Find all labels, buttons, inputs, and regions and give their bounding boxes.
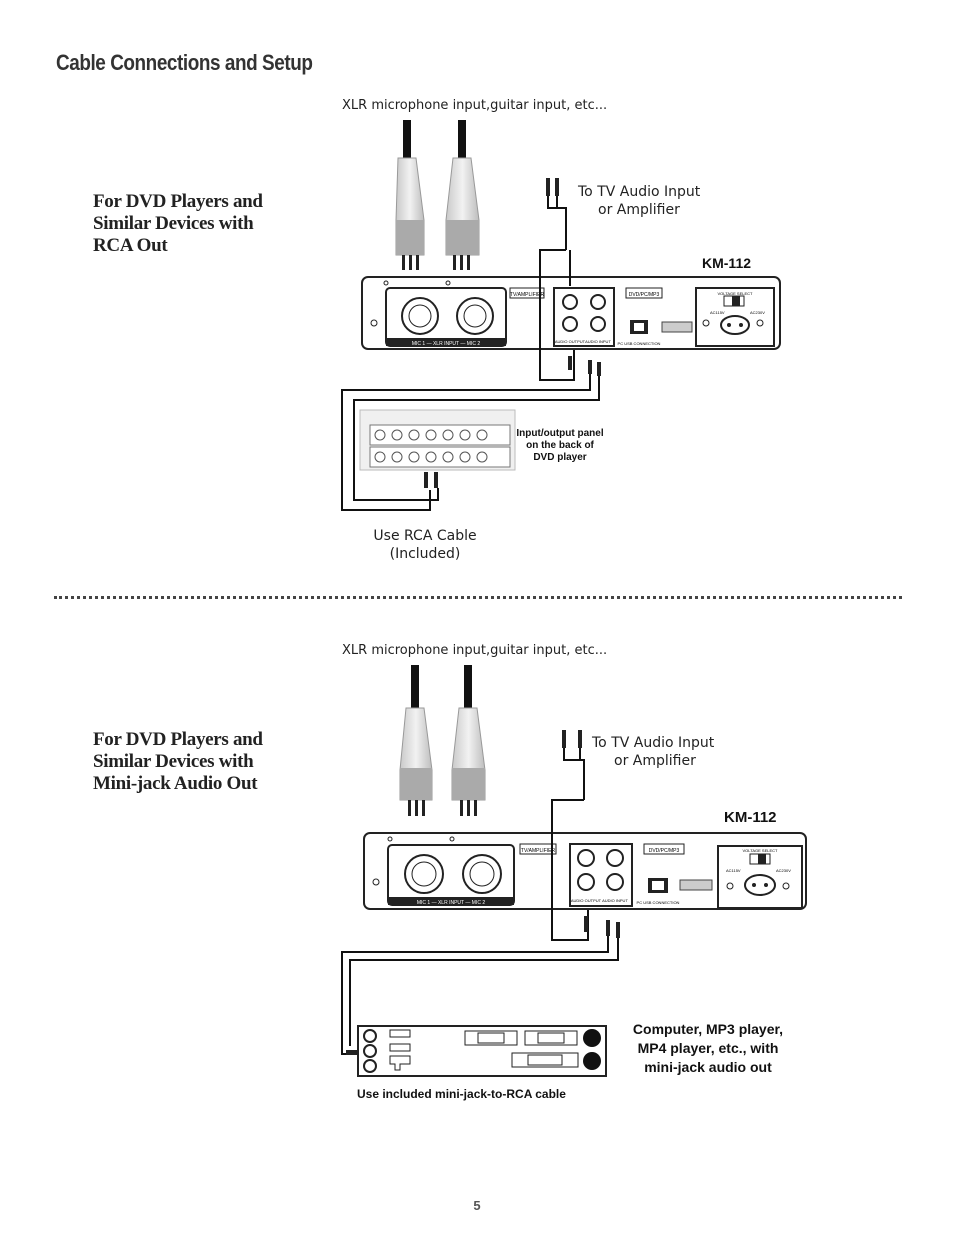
mic-strip-label: MIC 1 — XLR INPUT — MIC 2 — [412, 341, 480, 347]
pc-usb-label: PC USB CONNECTION — [637, 900, 680, 905]
section2-heading-line: Mini-jack Audio Out — [93, 773, 258, 794]
pc-usb-label: PC USB CONNECTION — [618, 341, 661, 346]
cable-label-line: (Included) — [389, 546, 461, 562]
tv-label-line: To TV Audio Input — [578, 184, 701, 200]
ac230-label: AC230V — [750, 310, 765, 315]
computer-label-line: Computer, MP3 player, — [632, 1021, 784, 1037]
section2-xlr-label: XLR microphone input,guitar input, etc..… — [342, 643, 608, 658]
rca-plugs-bottom — [584, 916, 620, 938]
ac230-label: AC230V — [776, 868, 791, 873]
xlr-cable-left — [399, 665, 433, 816]
xlr-cable-right — [451, 665, 486, 816]
computer-label-line: mini-jack audio out — [644, 1059, 772, 1075]
mic-strip-label: MIC 1 — XLR INPUT — MIC 2 — [417, 900, 485, 906]
section2-model: KM-112 — [724, 809, 777, 826]
tv-rca-plugs — [562, 730, 585, 800]
tv-amplifier-label: TV/AMPLIFIER — [510, 292, 545, 298]
section2-heading: For DVD Players and Similar Devices with… — [93, 729, 263, 795]
section1-xlr-label: XLR microphone input,guitar input, etc..… — [342, 98, 608, 113]
computer-back-panel — [346, 1025, 607, 1077]
tv-label-line: or Amplifier — [598, 202, 680, 218]
section1-dvd-panel-label: Input/output panel on the back of DVD pl… — [510, 428, 610, 464]
section1-heading-line: RCA Out — [93, 235, 168, 256]
section1-diagram: MIC 1 — XLR INPUT — MIC 2 TV/AMPLIFIER A… — [341, 120, 781, 511]
audio-output-label: AUDIO OUTPUT — [571, 898, 602, 903]
section1-model: KM-112 — [702, 255, 752, 271]
cable-label-line: Use RCA Cable — [373, 528, 477, 544]
tv-label-line: To TV Audio Input — [592, 735, 715, 751]
dotted-divider — [54, 596, 902, 599]
tv-cable — [539, 249, 575, 381]
voltage-select-label: VOLTAGE SELECT — [718, 291, 754, 296]
dvd-panel-line: on the back of — [526, 440, 594, 451]
section1-heading: For DVD Players and Similar Devices with… — [93, 191, 263, 257]
section1-cable-label: Use RCA Cable (Included) — [360, 527, 490, 563]
section2-cable-note: Use included mini-jack-to-RCA cable — [357, 1087, 566, 1101]
section2-heading-line: For DVD Players and — [93, 729, 263, 750]
dvd-pc-mp3-label: DVD/PC/MP3 — [629, 292, 660, 298]
section1-tv-label: To TV Audio Input or Amplifier — [566, 183, 700, 219]
xlr-cable-right — [445, 120, 480, 270]
page-title: Cable Connections and Setup — [56, 50, 313, 75]
audio-input-label: AUDIO INPUT — [602, 898, 628, 903]
audio-input-label: AUDIO INPUT — [585, 339, 611, 344]
section1-heading-line: For DVD Players and — [93, 191, 263, 212]
section2-computer-label: Computer, MP3 player, MP4 player, etc., … — [614, 1020, 802, 1077]
ac115-label: AC115V — [710, 310, 725, 315]
section2-diagram: MIC 1 — XLR INPUT — MIC 2 TV/AMPLIFIER A… — [341, 665, 807, 1077]
voltage-select-label: VOLTAGE SELECT — [743, 848, 779, 853]
ac115-label: AC115V — [726, 868, 741, 873]
xlr-cable-left — [395, 120, 425, 270]
dvd-pc-mp3-label: DVD/PC/MP3 — [649, 848, 680, 854]
km112-back-panel: MIC 1 — XLR INPUT — MIC 2 TV/AMPLIFIER A… — [363, 832, 807, 910]
audio-output-label: AUDIO OUTPUT — [555, 339, 586, 344]
tv-amplifier-label: TV/AMPLIFIER — [521, 848, 556, 854]
rca-plugs-bottom — [568, 356, 601, 376]
dvd-panel-line: Input/output panel — [516, 428, 604, 439]
rca-cable — [341, 374, 600, 511]
section2-heading-line: Similar Devices with — [93, 751, 254, 772]
tv-rca-plugs — [546, 178, 567, 250]
section2-tv-label: To TV Audio Input or Amplifier — [580, 734, 714, 770]
km112-back-panel: MIC 1 — XLR INPUT — MIC 2 TV/AMPLIFIER A… — [361, 276, 781, 350]
dvd-panel-line: DVD player — [533, 452, 587, 463]
computer-label-line: MP4 player, etc., with — [637, 1040, 779, 1056]
mini-jack-cable — [341, 936, 619, 1055]
tv-label-line: or Amplifier — [614, 753, 696, 769]
page-number: 5 — [473, 1198, 481, 1213]
dvd-io-panel — [359, 409, 516, 488]
section1-heading-line: Similar Devices with — [93, 213, 254, 234]
